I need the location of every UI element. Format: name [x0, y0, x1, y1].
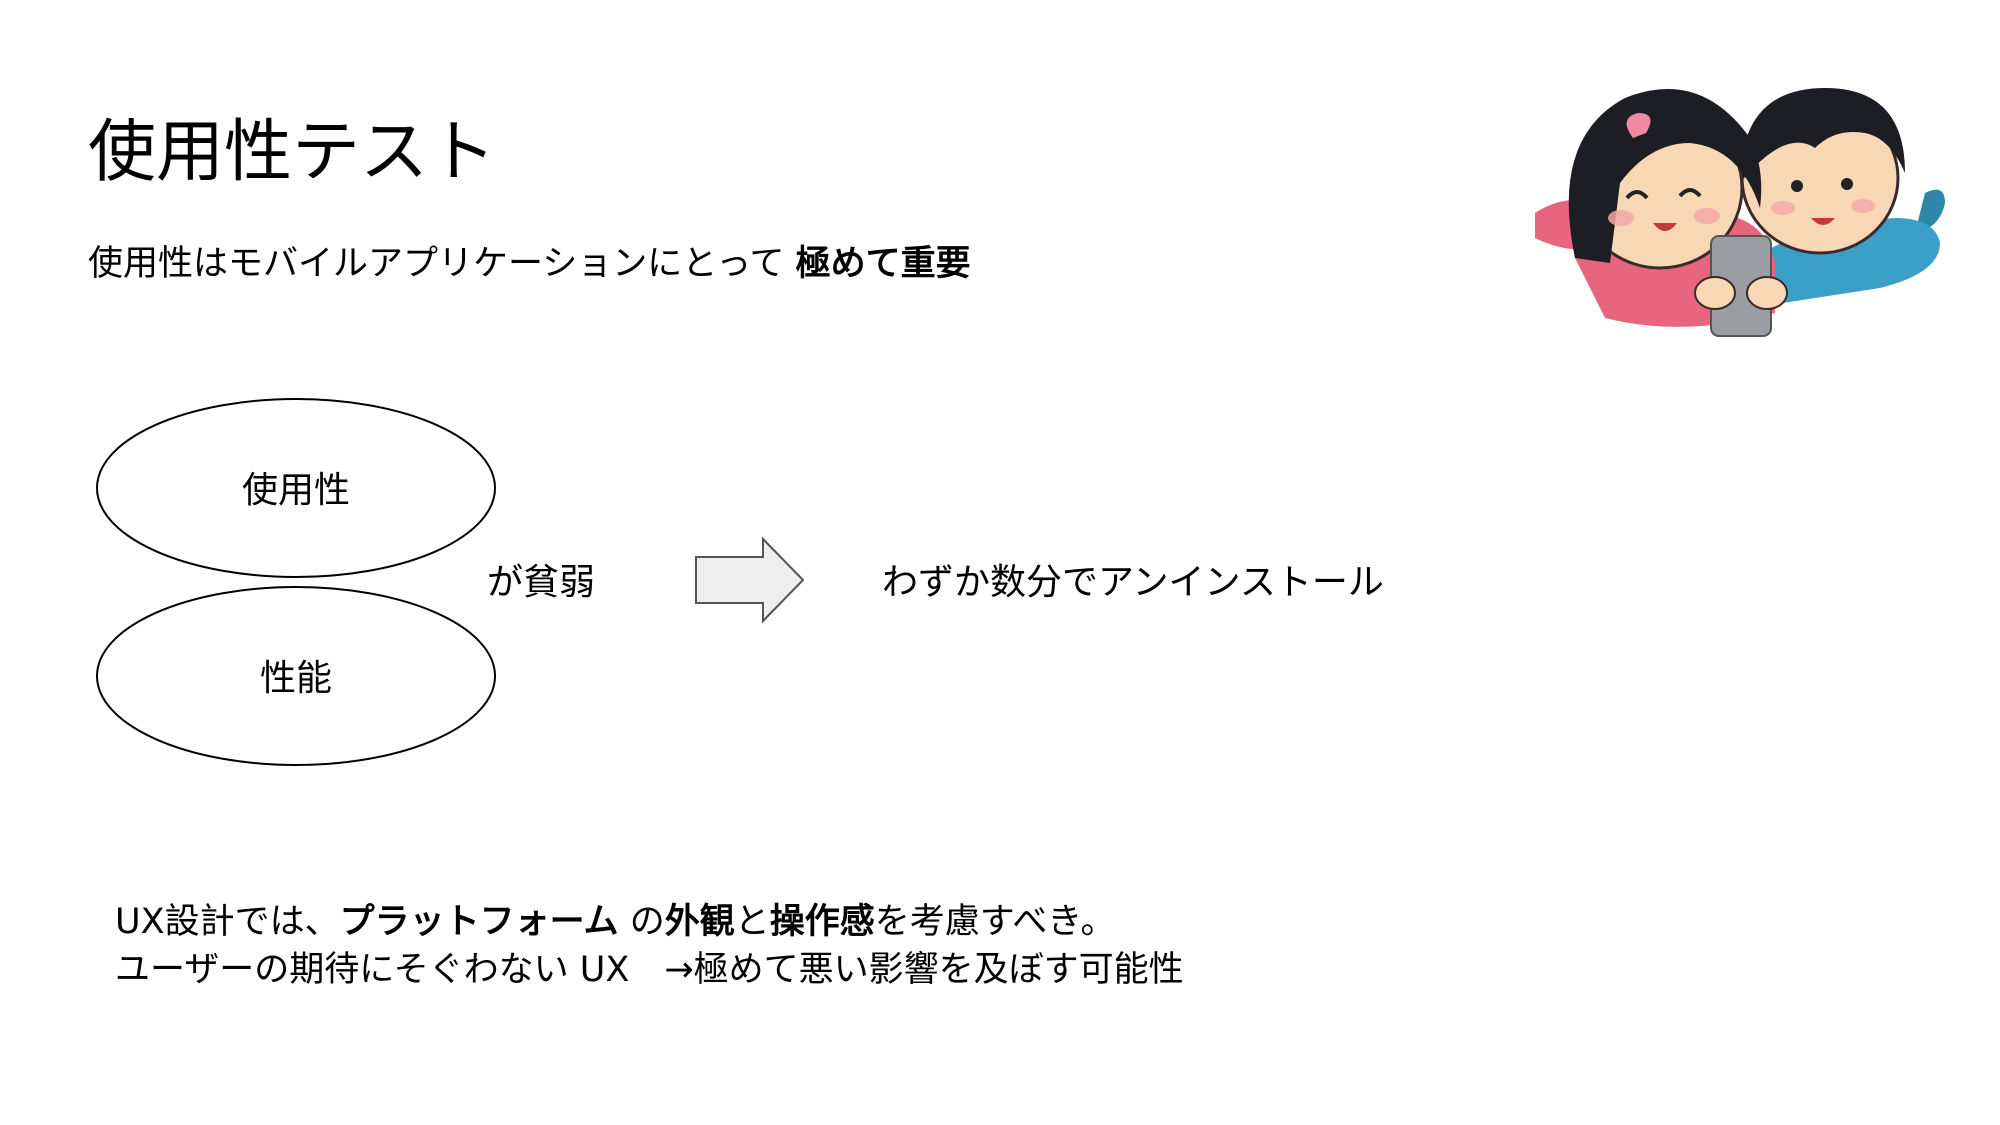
boy-blush: [1771, 201, 1795, 215]
boy-hand: [1746, 276, 1788, 310]
right-arrow-icon: [695, 536, 805, 624]
subtitle: 使用性はモバイルアプリケーションにとって 極めて重要: [88, 242, 971, 288]
boy-feet: [1915, 189, 1945, 233]
girl-eye-left: [1625, 190, 1649, 200]
footer-text: UX設計では、: [115, 902, 340, 942]
hair-clip-icon: [1626, 113, 1651, 138]
footer-emphasis: プラットフォーム: [339, 902, 619, 942]
subtitle-emphasis: 極めて重要: [795, 244, 971, 284]
ellipse-performance: [96, 586, 496, 766]
footer-text: と: [734, 902, 770, 942]
boy-hair: [1740, 88, 1905, 183]
girl-blush: [1608, 210, 1634, 226]
ellipse-usability-label: 使用性: [242, 470, 350, 511]
result-text: わずか数分でアンインストール: [882, 562, 1384, 603]
footer-emphasis: 操作感: [769, 902, 875, 942]
footer-emphasis: 外観: [664, 902, 735, 942]
girl-hair: [1568, 89, 1762, 263]
subtitle-text: 使用性はモバイルアプリケーションにとって: [88, 244, 796, 284]
boy-eye-right: [1841, 178, 1853, 190]
girl-hand: [1694, 276, 1736, 310]
footer-text: を考慮すべき。: [874, 902, 1116, 942]
footer-line-1: UX設計では、プラットフォーム の外観と操作感を考慮すべき。: [115, 898, 1184, 946]
girl-blush: [1694, 208, 1720, 224]
boy-mouth: [1811, 218, 1835, 225]
girl-mouth: [1653, 223, 1677, 231]
footer-line-2: ユーザーの期待にそぐわない UX →極めて悪い影響を及ぼす可能性: [115, 950, 1184, 990]
ellipse-performance-label: 性能: [260, 658, 332, 699]
girl-eye-right: [1678, 188, 1702, 198]
boy-eye-left: [1791, 180, 1803, 192]
footer-text: の: [618, 902, 665, 942]
footer-note: UX設計では、プラットフォーム の外観と操作感を考慮すべき。 ユーザーの期待にそ…: [115, 898, 1184, 994]
boy-blush: [1851, 199, 1875, 213]
kids-with-smartphone-illustration: [1535, 88, 1945, 337]
slide-title: 使用性テスト: [88, 113, 497, 192]
condition-text: が貧弱: [487, 562, 596, 603]
ellipse-usability: [96, 398, 496, 578]
